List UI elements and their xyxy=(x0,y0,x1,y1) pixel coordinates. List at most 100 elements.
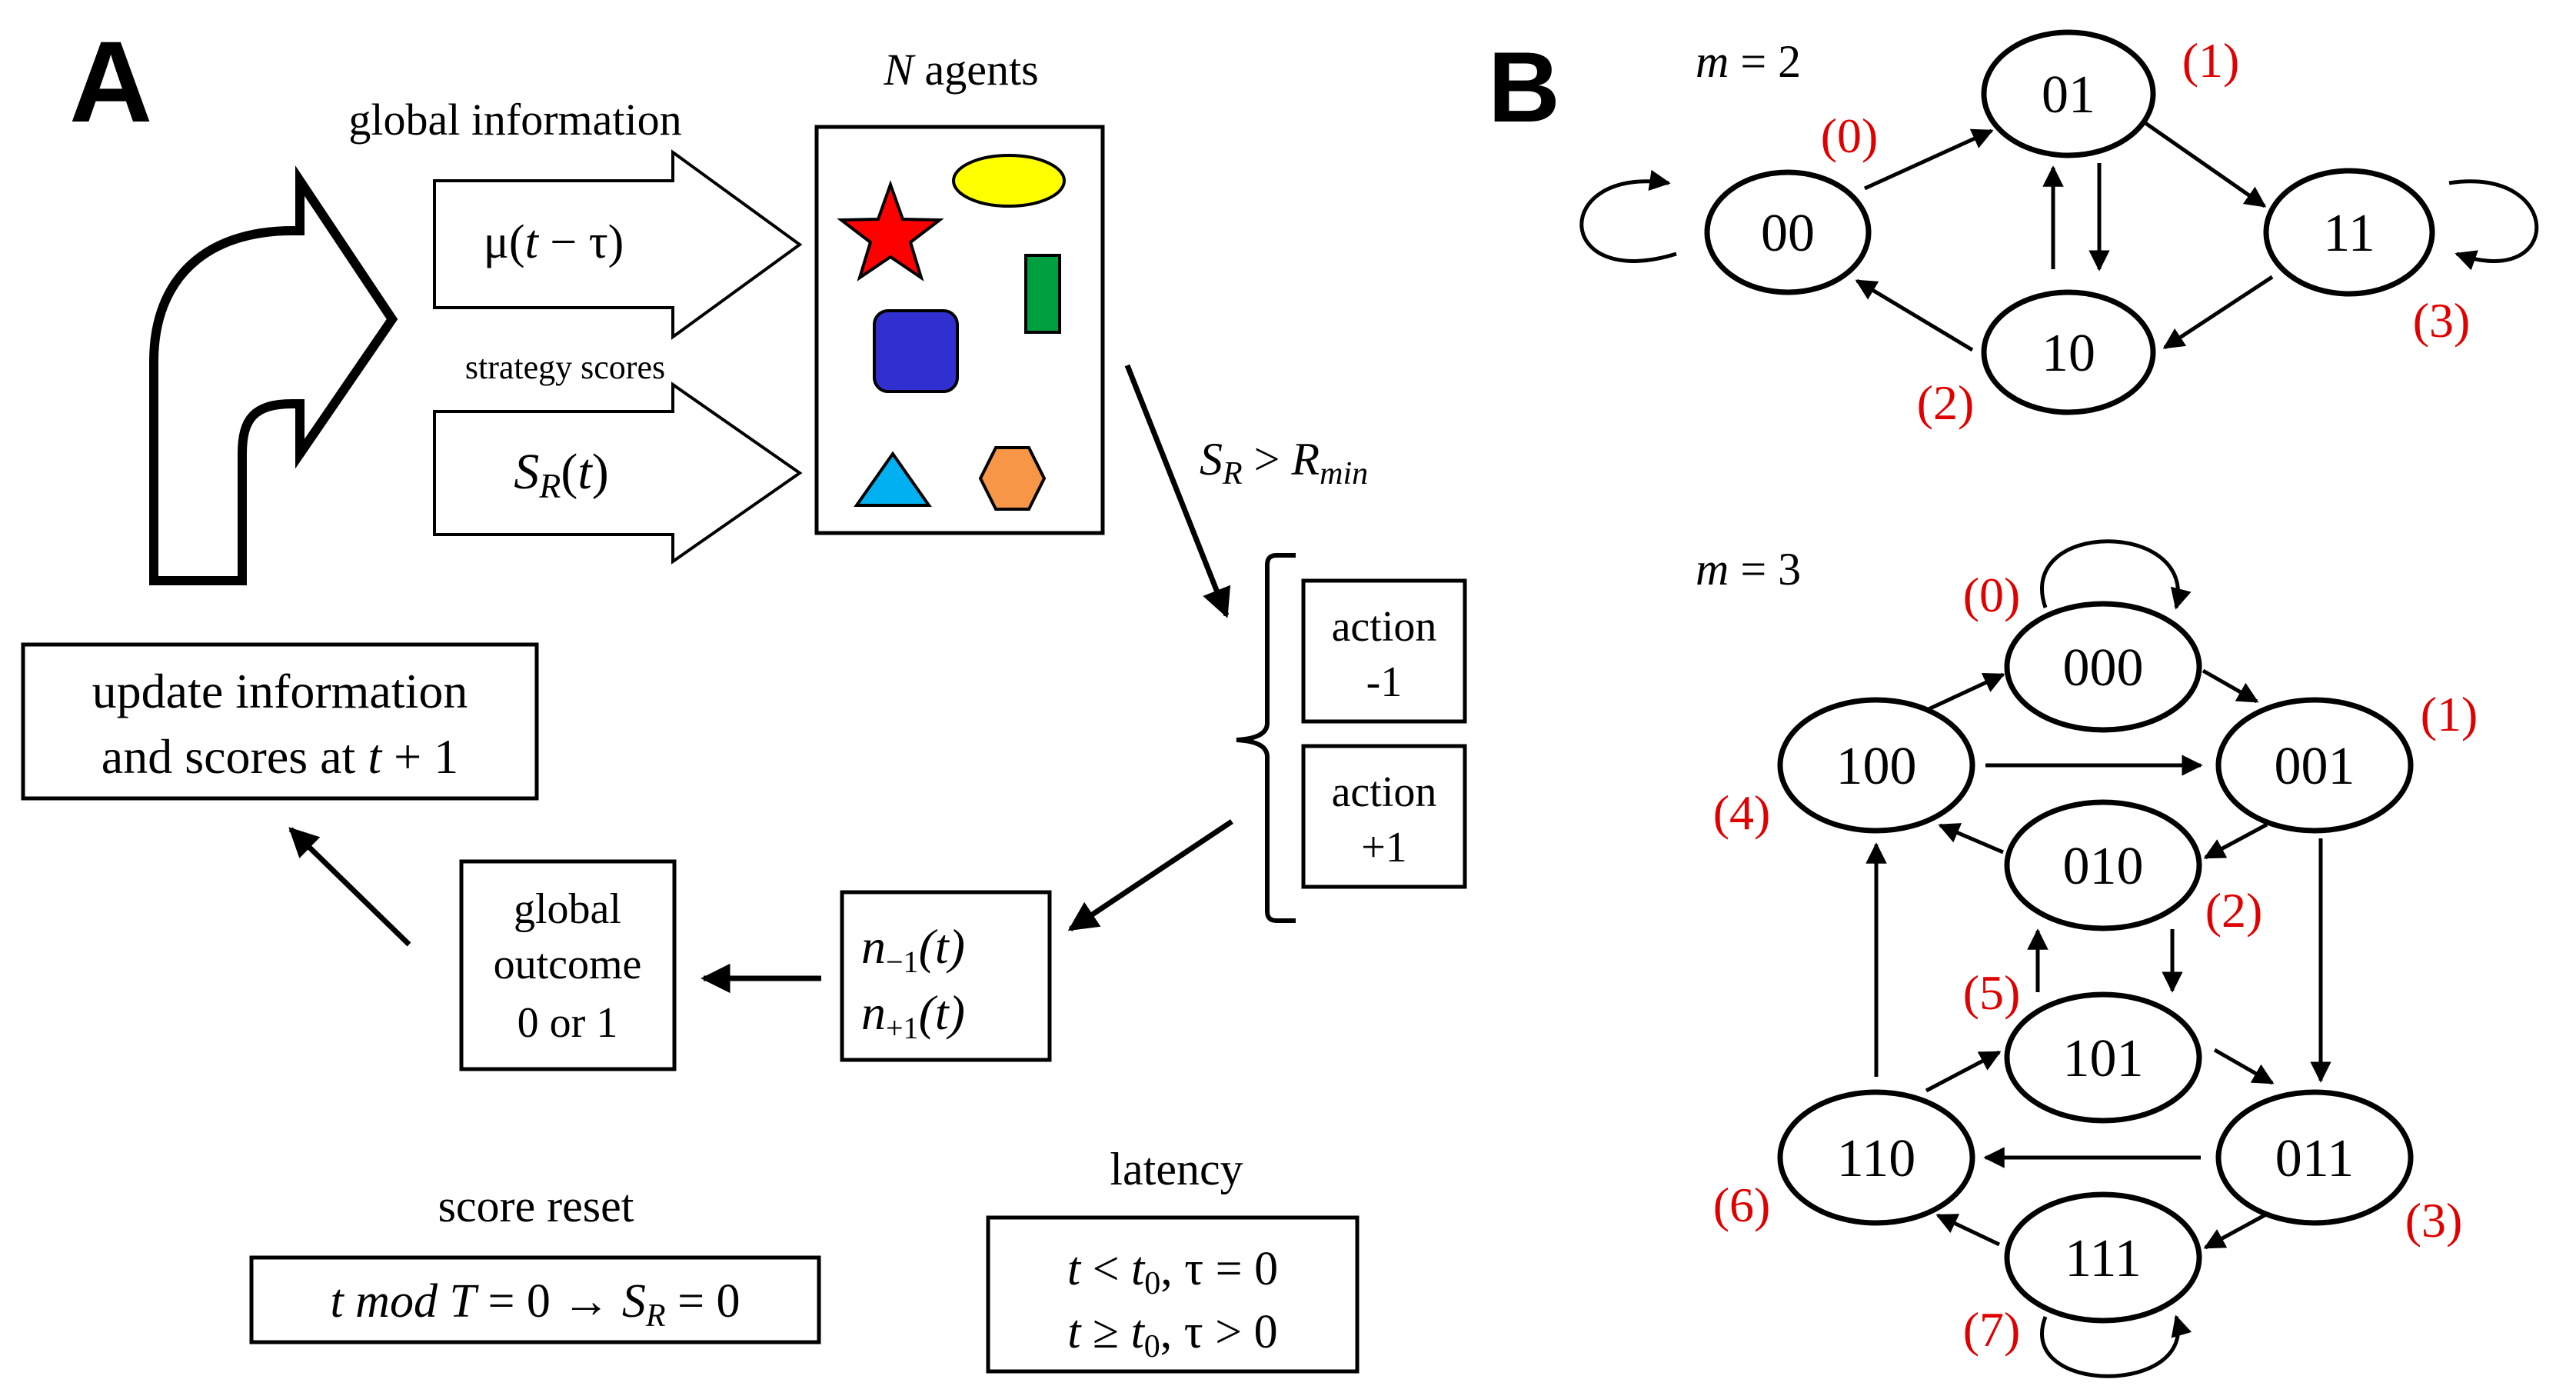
m3-transition-arrow xyxy=(1935,1213,2001,1247)
m3-self-loop-arrow xyxy=(2040,1314,2192,1378)
m2-self-loop-arrow xyxy=(1579,169,1677,263)
latency-line1: t < t0, τ = 0 xyxy=(1067,1243,1278,1301)
m3-transition-arrow xyxy=(2203,1213,2266,1250)
panel-a: A global information μ(t − τ) strategy s… xyxy=(21,17,1467,1374)
m3-state-index-111: (7) xyxy=(1963,1302,2021,1357)
star-agent-icon xyxy=(837,180,944,282)
action-brace xyxy=(1236,553,1296,923)
sr-input-arrow xyxy=(433,381,803,565)
m3-state-label-111: 111 xyxy=(2065,1229,2142,1288)
m3-transition-arrow xyxy=(1927,672,2005,711)
outcome-line1: global xyxy=(514,885,621,933)
outcome-line3: 0 or 1 xyxy=(518,999,618,1047)
agents-title: N agents xyxy=(883,45,1038,95)
m3-state-label-100: 100 xyxy=(1836,737,1917,796)
counts-line2: n+1(t) xyxy=(861,985,965,1045)
outcome-line2: outcome xyxy=(494,941,642,988)
condition-label: SR > Rmin xyxy=(1200,434,1368,491)
m3-state-100 xyxy=(1777,697,1975,834)
m2-state-10 xyxy=(1981,289,2156,415)
m2-state-index-10: (2) xyxy=(1917,375,1975,430)
m2-transition-arrow xyxy=(1855,278,1974,352)
m3-transition-arrow xyxy=(2203,822,2268,860)
m3-label: m = 3 xyxy=(1696,544,1801,595)
update-line2: and scores at t + 1 xyxy=(102,729,458,784)
outcome-to-update-arrow xyxy=(288,827,411,947)
triangle-agent-icon xyxy=(854,451,932,507)
outcome-box xyxy=(459,859,677,1071)
m2-state-graph: 00(0)01(1)10(2)11(3) xyxy=(1579,29,2539,430)
latency-line2: t ≥ t0, τ > 0 xyxy=(1067,1306,1277,1364)
m3-state-label-001: 001 xyxy=(2275,737,2355,796)
m3-state-index-010: (2) xyxy=(2205,883,2263,938)
panel-b: B m = 2 00(0)01(1)10(2)11(3) m = 3 000(0… xyxy=(1488,29,2539,1378)
m3-state-index-011: (3) xyxy=(2405,1193,2463,1248)
action-plus-line2: +1 xyxy=(1361,824,1407,871)
m3-state-label-110: 110 xyxy=(1837,1129,1915,1188)
feedback-curved-arrow xyxy=(149,165,398,585)
panel-b-letter: B xyxy=(1488,31,1560,143)
m2-state-label-10: 10 xyxy=(2042,324,2095,383)
square-agent-icon xyxy=(873,309,959,393)
m2-state-index-11: (3) xyxy=(2413,293,2471,348)
m3-state-index-100: (4) xyxy=(1713,785,1771,840)
m3-state-graph: 000(0)001(1)010(2)011(3)100(4)101(5)110(… xyxy=(1713,539,2478,1378)
condition-arrow xyxy=(1124,364,1231,618)
m3-state-index-001: (1) xyxy=(2421,687,2478,741)
action-plus-box xyxy=(1301,744,1467,889)
mu-input-arrow xyxy=(433,149,803,340)
latency-box xyxy=(986,1215,1360,1374)
action-minus-line1: action xyxy=(1332,603,1437,651)
m3-self-loop-arrow xyxy=(2040,539,2192,610)
m2-state-index-00: (0) xyxy=(1821,108,1879,163)
m3-transition-arrow xyxy=(2202,668,2259,704)
actions-to-counts-arrow xyxy=(1067,819,1233,931)
m3-state-001 xyxy=(2215,697,2414,834)
action-minus-line2: -1 xyxy=(1366,658,1403,706)
mu-box-label: μ(t − τ) xyxy=(484,216,624,268)
m2-state-label-00: 00 xyxy=(1761,204,1815,263)
m2-label: m = 2 xyxy=(1696,36,1801,87)
m2-state-00 xyxy=(1704,169,1872,295)
m3-state-label-000: 000 xyxy=(2063,638,2144,698)
m3-state-111 xyxy=(2004,1191,2202,1324)
m3-state-label-101: 101 xyxy=(2063,1029,2144,1088)
m3-state-label-010: 010 xyxy=(2063,837,2144,896)
m2-self-loop-arrow xyxy=(2448,179,2539,271)
panel-a-letter: A xyxy=(69,17,152,146)
m3-transition-arrow xyxy=(1925,1050,2002,1093)
sr-box-label: SR(t) xyxy=(514,444,608,505)
hexagon-agent-icon xyxy=(978,446,1047,511)
score-reset-formula: t mod T = 0 → SR = 0 xyxy=(330,1275,740,1334)
m3-state-010 xyxy=(2004,799,2202,931)
ellipse-agent-icon xyxy=(952,154,1066,208)
update-line1: update information xyxy=(92,664,468,718)
rectangle-agent-icon xyxy=(1024,254,1061,334)
score-reset-title: score reset xyxy=(438,1181,634,1231)
m2-transition-arrow xyxy=(1863,128,1994,191)
action-minus-box xyxy=(1301,578,1467,724)
m2-state-index-01: (1) xyxy=(2182,33,2240,88)
m2-state-01 xyxy=(1981,29,2156,158)
action-plus-line1: action xyxy=(1332,768,1437,816)
counts-box xyxy=(840,890,1052,1062)
latency-title: latency xyxy=(1110,1144,1243,1194)
m3-state-index-110: (6) xyxy=(1713,1178,1771,1232)
m2-state-11 xyxy=(2263,168,2435,297)
m3-state-101 xyxy=(2004,991,2202,1124)
m3-state-index-101: (5) xyxy=(1963,965,2021,1020)
m3-state-label-011: 011 xyxy=(2275,1129,2354,1188)
global-information-label: global information xyxy=(348,95,681,145)
m3-transition-arrow xyxy=(1938,823,2004,855)
counts-line1: n−1(t) xyxy=(861,919,965,979)
score-reset-box xyxy=(249,1255,821,1344)
m2-state-label-01: 01 xyxy=(2042,65,2095,125)
m2-transition-arrow xyxy=(2144,121,2267,208)
m2-transition-arrow xyxy=(2162,275,2274,350)
strategy-scores-label: strategy scores xyxy=(465,348,665,386)
m3-state-110 xyxy=(1777,1089,1975,1226)
update-box xyxy=(21,642,539,801)
m3-state-011 xyxy=(2215,1089,2414,1226)
m3-transition-arrow xyxy=(2213,1048,2275,1085)
